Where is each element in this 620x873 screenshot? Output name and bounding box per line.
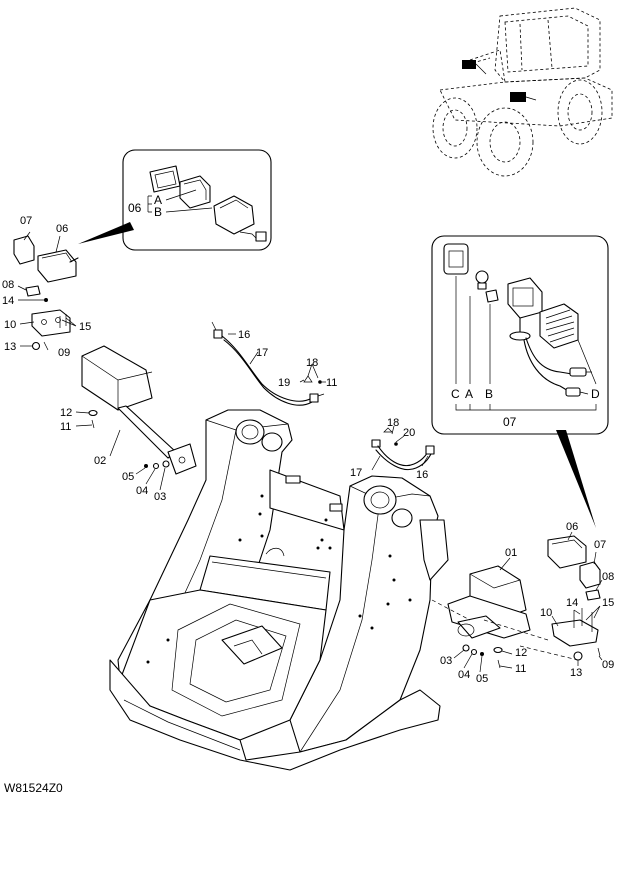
- callout-07-right: 07: [594, 539, 606, 551]
- inset-right-label-a: A: [465, 387, 473, 401]
- front-frame: [109, 409, 449, 771]
- callout-13-left: 13: [4, 341, 16, 353]
- callout-18-right: 18: [387, 417, 399, 429]
- callout-14-right: 14: [566, 597, 578, 609]
- inset-left-label-a: A: [154, 193, 162, 207]
- inset-left-label-06: 06: [128, 201, 142, 215]
- callout-06-left: 06: [56, 223, 68, 235]
- callout-04-left: 04: [136, 485, 148, 497]
- callout-11-right: 11: [515, 663, 526, 675]
- right-lamp-assembly: 01 06 07 08 14 15 10 12 11 03 04 05 13 0…: [431, 521, 614, 685]
- callout-05-left: 05: [122, 471, 134, 483]
- callout-03-right: 03: [440, 655, 452, 667]
- callout-01: 01: [505, 547, 517, 559]
- callout-08-right: 08: [602, 571, 614, 583]
- callout-06-right: 06: [566, 521, 578, 533]
- callout-07-left: 07: [20, 215, 32, 227]
- callout-03-left: 03: [154, 491, 166, 503]
- callout-11-harness: 11: [326, 377, 337, 389]
- callout-17-right: 17: [350, 467, 362, 479]
- callout-19-left: 19: [278, 377, 290, 389]
- callout-10-right: 10: [540, 607, 552, 619]
- callout-10-left: 10: [4, 319, 16, 331]
- callout-12-right: 12: [515, 647, 527, 659]
- callout-14-left: 14: [2, 295, 14, 307]
- inset-right-label-d: D: [591, 387, 600, 401]
- callout-20: 20: [403, 427, 415, 439]
- callout-16-left: 16: [238, 329, 250, 341]
- callout-12-left: 12: [60, 407, 72, 419]
- inset-right-label-07: 07: [503, 415, 517, 429]
- inset-left: 06 A B: [78, 149, 272, 251]
- callout-02: 02: [94, 455, 106, 467]
- callout-13-right: 13: [570, 667, 582, 679]
- inset-right-label-b: B: [485, 387, 493, 401]
- frame-holes: [146, 494, 412, 664]
- callout-18-left: 18: [306, 357, 318, 369]
- callout-09-right: 09: [602, 659, 614, 671]
- left-harness: 16 17 18 19 11: [211, 321, 337, 406]
- callout-05-right: 05: [476, 673, 488, 685]
- callout-04-right: 04: [458, 669, 470, 681]
- machine-overview-sketch: [432, 7, 613, 177]
- inset-left-label-b: B: [154, 205, 162, 219]
- right-harness: 18 20 17 16: [350, 417, 435, 481]
- left-lamp-assembly: 07 06 08 14 10 15 13 09 12 11 02 05 04 0…: [2, 215, 197, 503]
- callout-17-left: 17: [256, 347, 268, 359]
- callout-08-left: 08: [2, 279, 14, 291]
- callout-15-right: 15: [602, 597, 614, 609]
- callout-16-right: 16: [416, 469, 428, 481]
- inset-right: C A B D 07: [431, 235, 609, 528]
- callout-15-left: 15: [79, 321, 91, 333]
- inset-right-label-c: C: [451, 387, 460, 401]
- drawing-code: W81524Z0: [4, 781, 63, 795]
- callout-11-left: 11: [60, 421, 71, 433]
- callout-09-left: 09: [58, 347, 70, 359]
